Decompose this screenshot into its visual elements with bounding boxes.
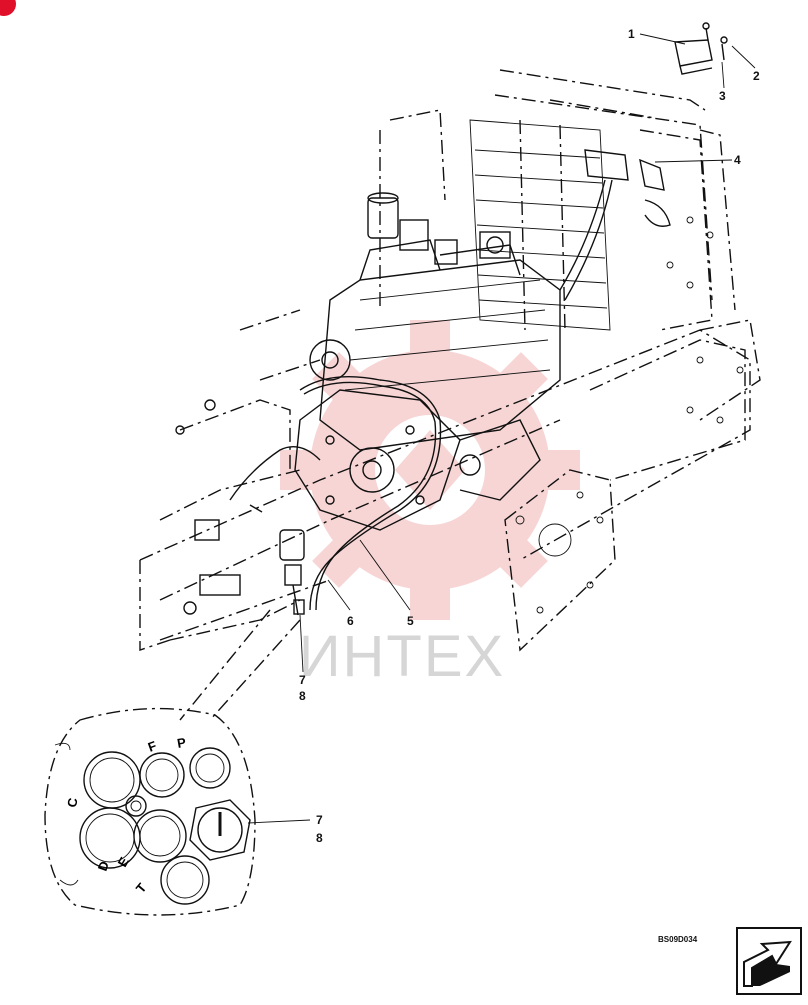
detail-port-f: [139, 752, 185, 798]
port-letter-d: D: [95, 859, 112, 873]
detail-switch-hex: [189, 799, 251, 861]
callout-8: 8: [299, 689, 306, 703]
detail-view: [44, 707, 311, 916]
callout-6: 6: [347, 614, 354, 628]
forward-arrow-icon[interactable]: [736, 927, 802, 995]
callout-1: 1: [628, 27, 635, 41]
detail-callout-7: 7: [316, 813, 323, 827]
port-letter-t: T: [133, 880, 150, 896]
port-letter-c: C: [64, 796, 81, 808]
drawing-code: BS09D034: [658, 935, 698, 944]
detail-port-p: [189, 747, 231, 789]
callout-4: 4: [734, 153, 741, 167]
callout-7: 7: [299, 673, 306, 687]
callout-leaders: [299, 33, 756, 673]
machine-frame: [139, 69, 761, 721]
engine-assembly: [175, 22, 744, 616]
corner-mark: [0, 0, 16, 16]
port-letter-p: P: [176, 735, 187, 751]
callout-3: 3: [719, 89, 726, 103]
callout-5: 5: [407, 614, 414, 628]
detail-port-t: [160, 855, 210, 905]
detail-port-e: [133, 809, 187, 863]
detail-port-c: [83, 751, 141, 809]
detail-port-d: [79, 807, 141, 869]
detail-callout-8: 8: [316, 831, 323, 845]
callout-2: 2: [753, 69, 760, 83]
port-letter-f: F: [146, 738, 159, 755]
watermark-text: ИНТЕХ: [299, 624, 505, 689]
